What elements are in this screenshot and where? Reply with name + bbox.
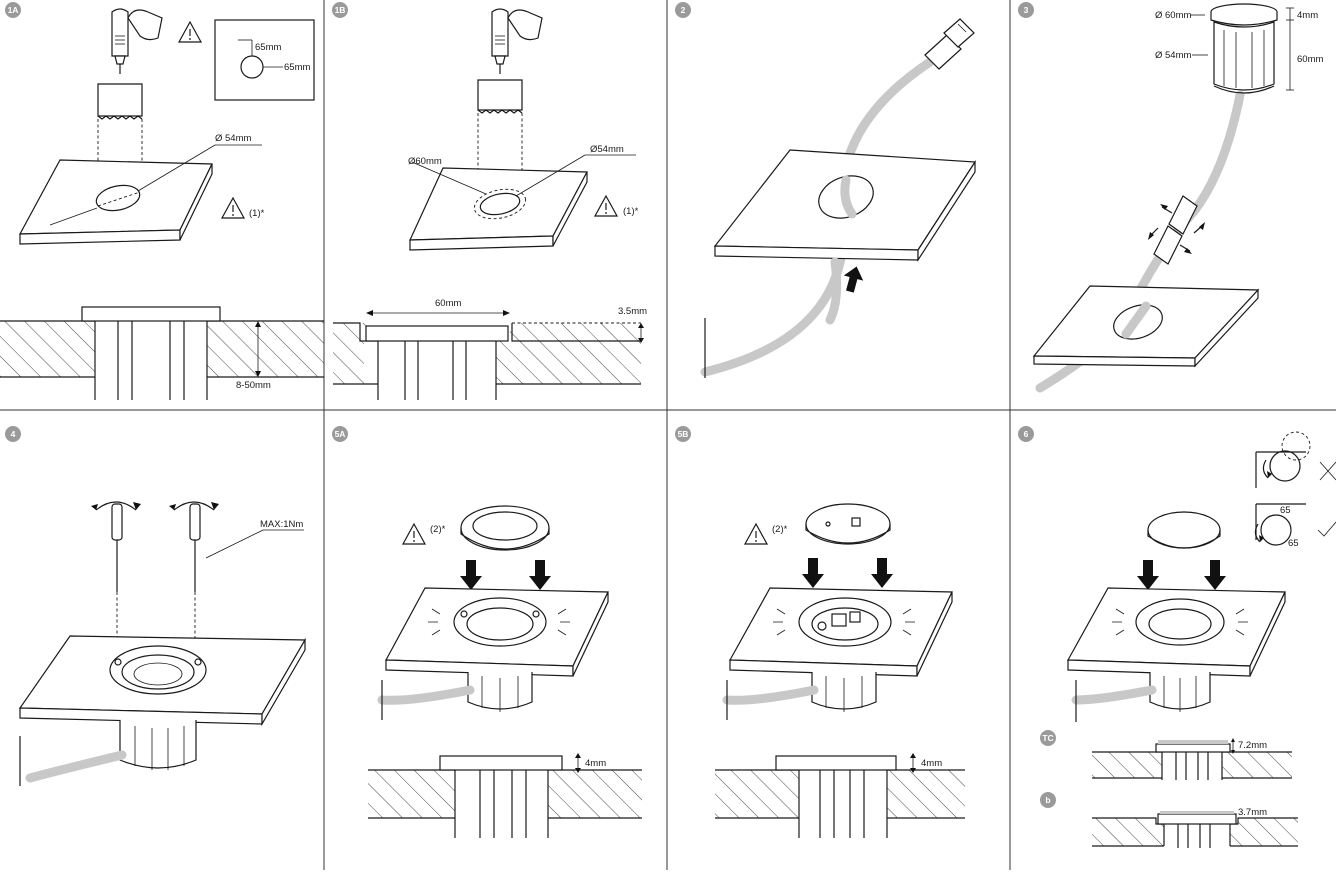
svg-text:4mm: 4mm [585,758,606,769]
svg-text:65mm: 65mm [255,42,281,53]
step-badge-2: 2 [675,2,691,18]
svg-text:4mm: 4mm [1297,10,1318,21]
step-badge-1a: 1A [5,2,21,18]
step-badge-5a: 5A [332,426,348,442]
connector-icon [924,18,975,70]
panel-4: MAX:1Nm [18,501,307,786]
step-badge-6: 6 [1018,426,1034,442]
sub-badge-a: TC [1040,730,1056,746]
svg-text:6: 6 [1024,429,1029,439]
svg-text:1A: 1A [8,5,19,15]
step-badge-4: 4 [5,426,21,442]
panel-2 [700,18,977,378]
svg-text:(1)*: (1)* [249,208,265,219]
warning-icon [401,522,427,545]
svg-text:Ø 60mm: Ø 60mm [1155,10,1192,21]
check-icon [1317,521,1336,537]
step-badge-1b: 1B [332,2,348,18]
panel-5a: (2)* 4mm [368,505,642,838]
svg-text:(2)*: (2)* [772,524,788,535]
step-badge-3: 3 [1018,2,1034,18]
svg-text:8-50mm: 8-50mm [236,380,271,391]
svg-text:Ø 54mm: Ø 54mm [1155,50,1192,61]
step-badge-5b: 5B [675,426,691,442]
svg-text:65: 65 [1288,538,1299,549]
svg-text:60mm: 60mm [435,298,461,309]
panel-6: 65 65 TC 7.2mm b [1040,431,1336,848]
svg-text:65mm: 65mm [284,62,310,73]
drill-icon [111,8,163,74]
svg-text:7.2mm: 7.2mm [1238,740,1267,751]
svg-text:(1)*: (1)* [623,206,639,217]
svg-text:5B: 5B [678,429,689,439]
svg-text:Ø 54mm: Ø 54mm [215,133,252,144]
warning-icon [177,20,203,43]
svg-text:b: b [1045,795,1050,805]
warning-icon [220,196,246,219]
svg-text:(2)*: (2)* [430,524,446,535]
cross-icon [1319,461,1336,481]
sub-badge-b: b [1040,792,1056,808]
panel-5b: (2)* 4mm [715,503,965,838]
svg-text:60mm: 60mm [1297,54,1323,65]
svg-text:2: 2 [681,5,686,15]
svg-text:TC: TC [1042,733,1053,743]
svg-text:4: 4 [11,429,16,439]
svg-text:MAX:1Nm: MAX:1Nm [260,519,303,530]
svg-text:Ø54mm: Ø54mm [590,144,624,155]
svg-text:65: 65 [1280,505,1291,516]
svg-text:4mm: 4mm [921,758,942,769]
drill-icon [491,8,543,74]
screwdriver-icon [169,501,219,650]
svg-text:Ø60mm: Ø60mm [408,156,442,167]
svg-text:3: 3 [1024,5,1029,15]
warning-icon [743,522,769,545]
panel-1b: Ø60mm Ø54mm (1)* 60mm 3.5mm [333,8,647,400]
warning-icon [593,194,619,217]
svg-text:3.7mm: 3.7mm [1238,807,1267,818]
svg-text:5A: 5A [335,429,346,439]
svg-text:3.5mm: 3.5mm [618,306,647,317]
svg-text:1B: 1B [335,5,346,15]
panel-1a: 65mm 65mm Ø 54mm (1)* 8-50mm [0,8,324,400]
panel-3: Ø 60mm Ø 54mm 4mm 60mm [1032,3,1323,393]
